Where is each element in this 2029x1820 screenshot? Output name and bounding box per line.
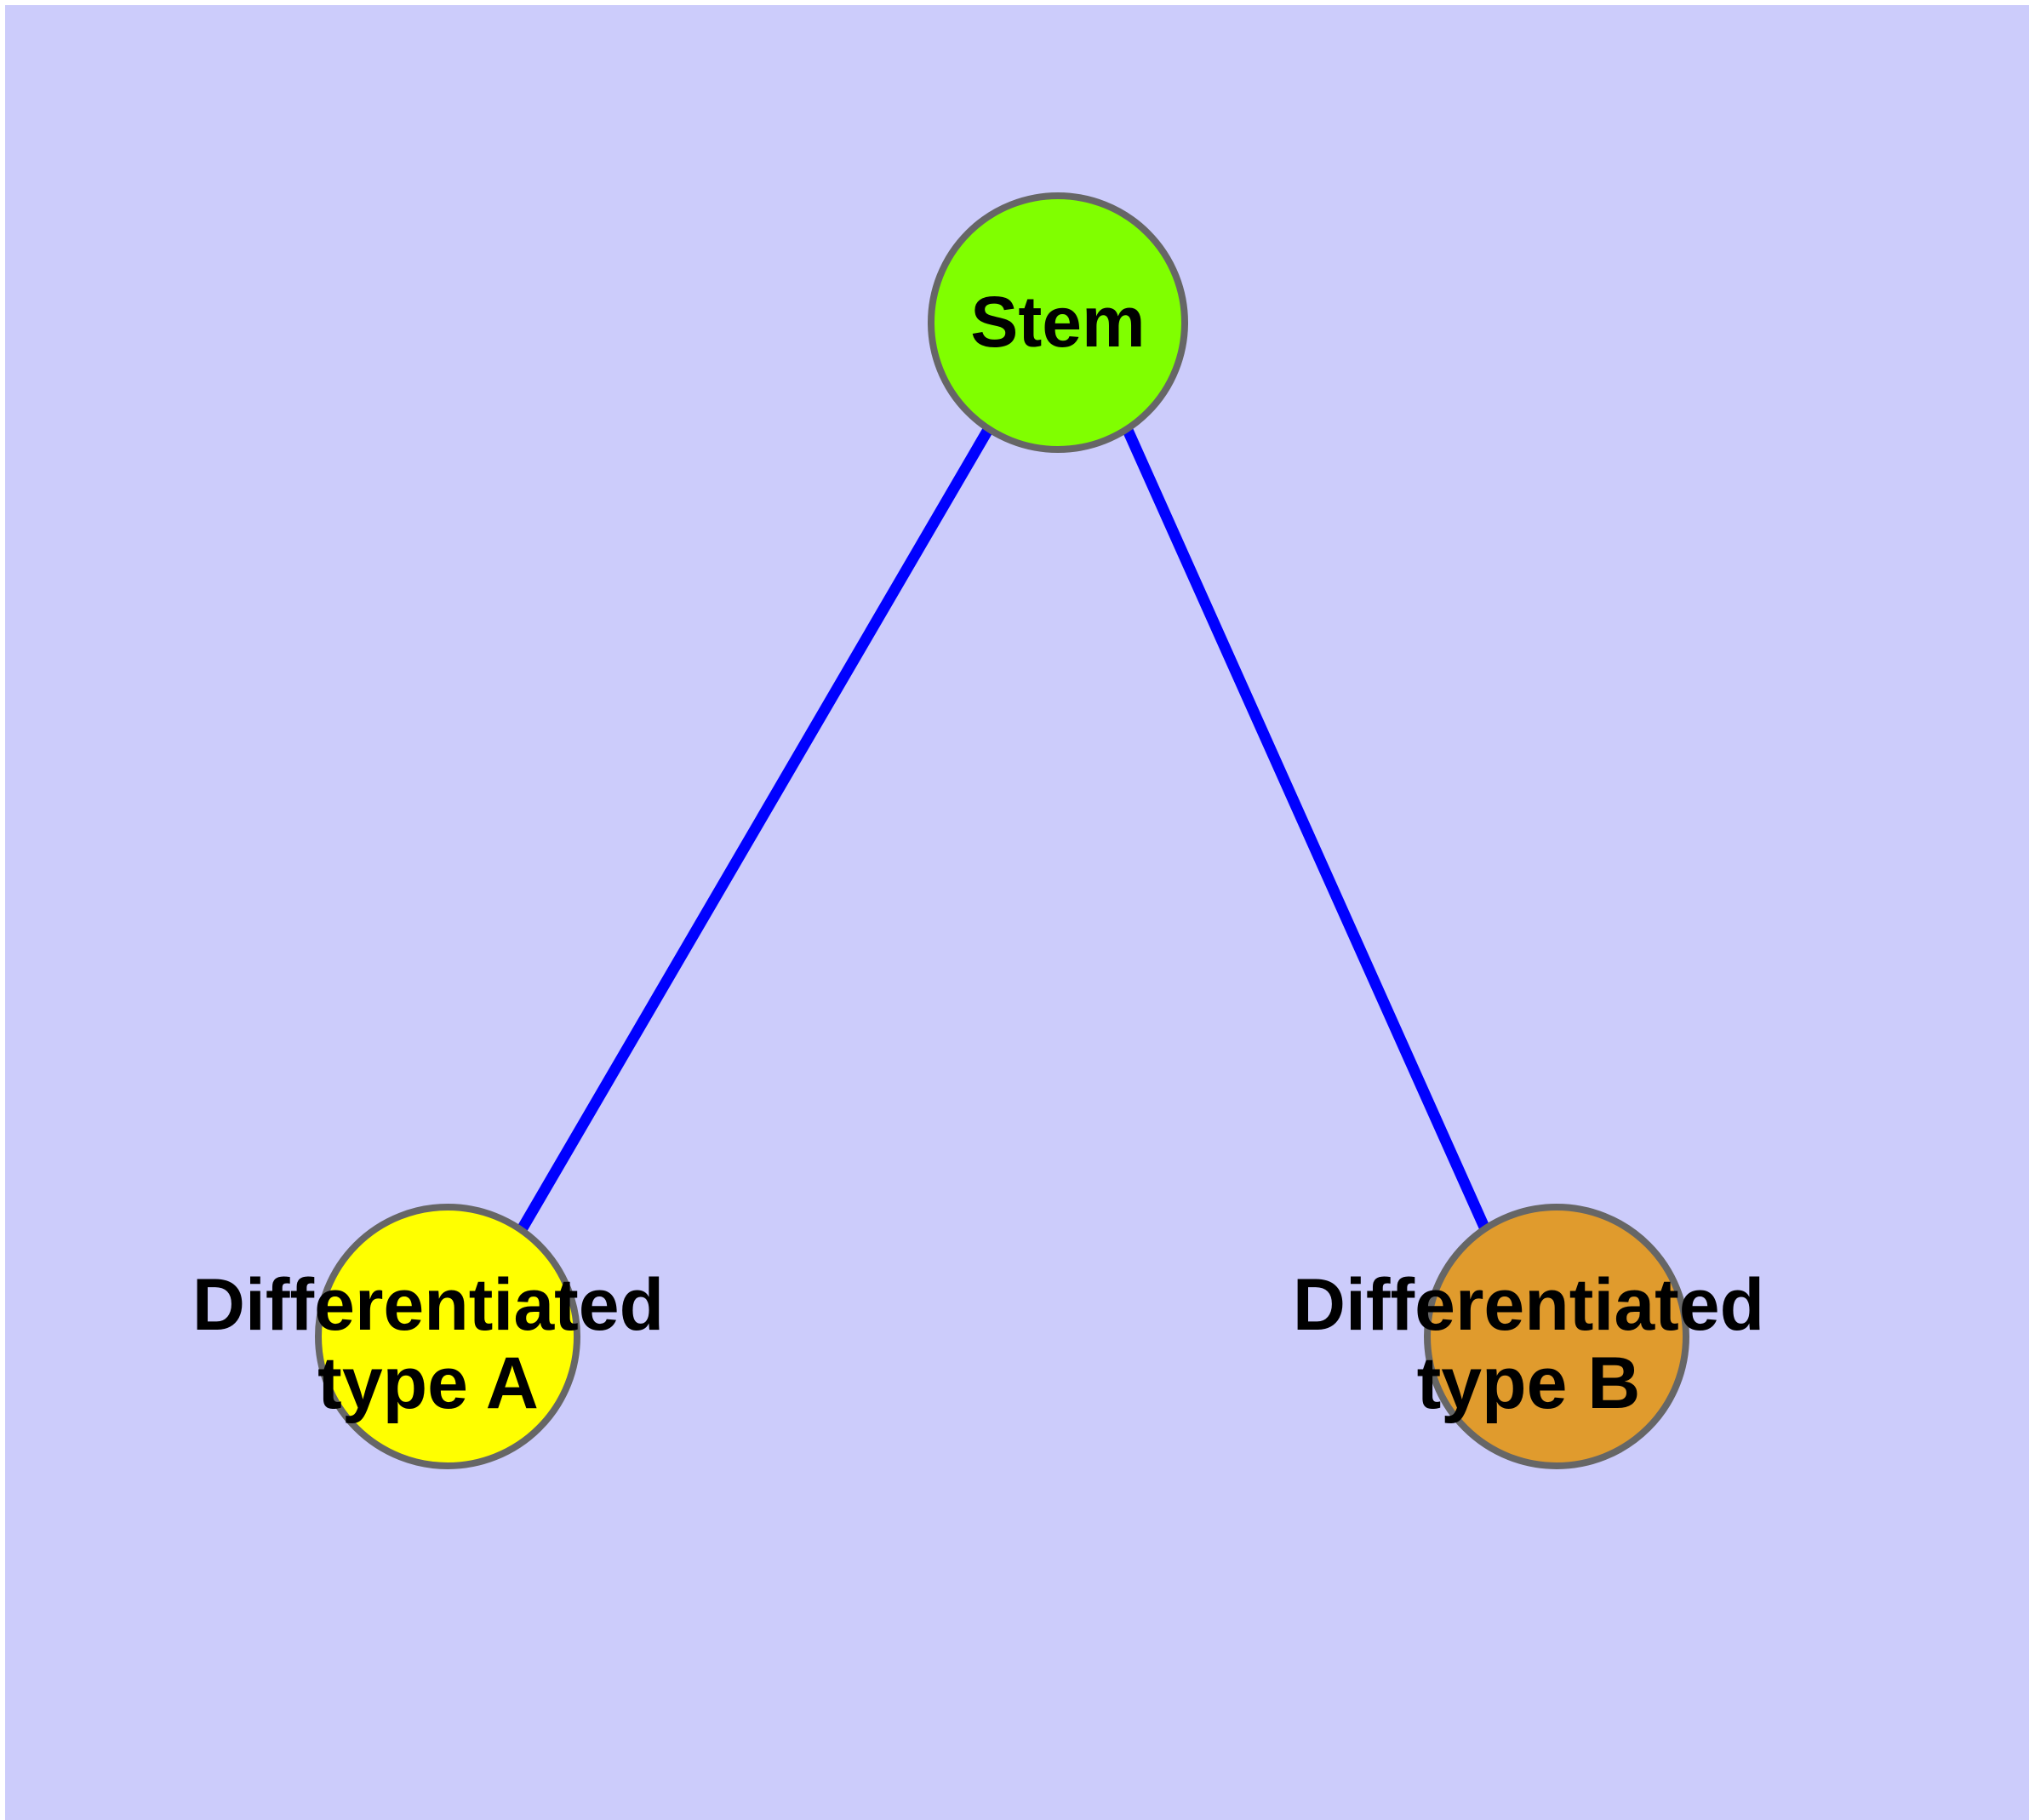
graph-svg: [315, 192, 1689, 1469]
node-layer: [315, 192, 1689, 1469]
graph-edge-stem-to-diff-b[interactable]: [1122, 426, 1491, 1233]
graph-node-diff_a[interactable]: [315, 1204, 580, 1469]
graph-node-diff_b[interactable]: [1424, 1204, 1689, 1469]
graph-node-stem[interactable]: [928, 192, 1188, 453]
edge-layer: [516, 425, 1491, 1234]
graph-edge-stem-to-diff-a[interactable]: [516, 425, 994, 1234]
